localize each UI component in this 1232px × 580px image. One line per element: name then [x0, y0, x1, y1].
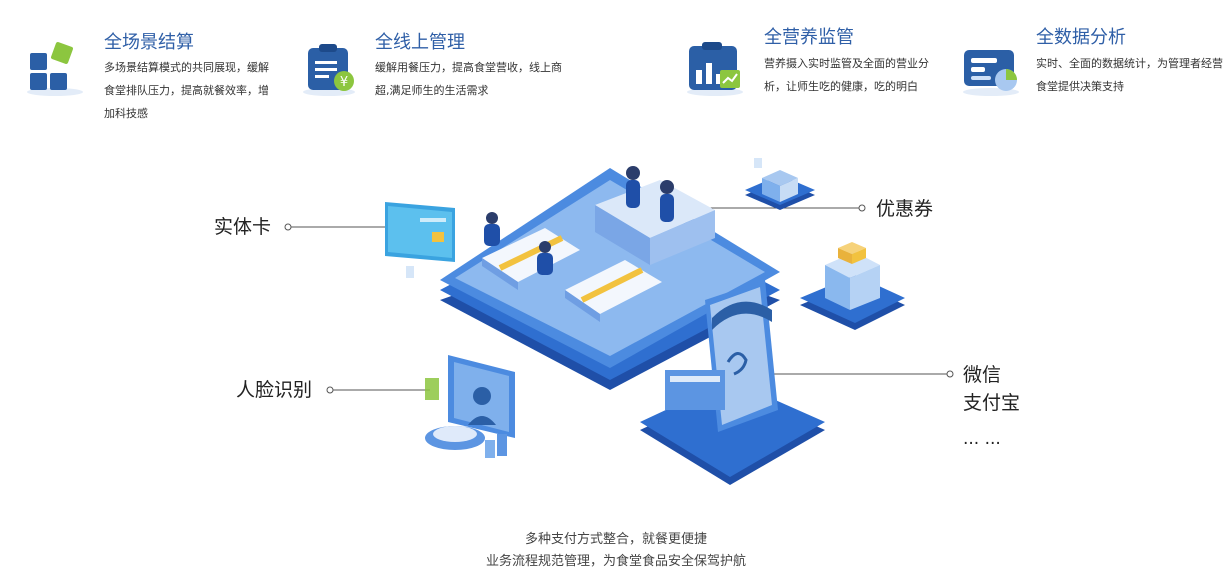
mobile-payment-phone — [640, 280, 825, 485]
label-physical-card: 实体卡 — [214, 216, 272, 238]
svg-text:¥: ¥ — [340, 75, 348, 90]
canteen-payment-illustration — [284, 158, 954, 485]
face-recognition-kiosk — [425, 355, 515, 458]
feature-title: 全场景结算 — [104, 32, 194, 53]
coupon-stack — [745, 158, 815, 210]
feature-full-data-analysis: 全数据分析 实时、全面的数据统计，为管理者经营食堂提供决策支持 — [960, 22, 1230, 122]
feature-description: 缓解用餐压力，提高食堂营收，线上商超,满足师生的生活需求 — [375, 61, 562, 97]
feature-description: 实时、全面的数据统计，为管理者经营食堂提供决策支持 — [1036, 57, 1223, 93]
caption-line-1: 多种支付方式整合，就餐更便捷 — [524, 532, 707, 547]
goods-tower — [800, 242, 905, 330]
feature-full-nutrition-supervision: 全营养监管 营养摄入实时监管及全面的营业分析，让师生吃的健康，吃的明白 — [684, 22, 954, 122]
feature-full-scene-settlement: 全场景结算 多场景结算模式的共同展现，缓解食堂排队压力，提高就餐效率，增加科技感 — [24, 22, 284, 122]
feature-description: 多场景结算模式的共同展现，缓解食堂排队压力，提高就餐效率，增加科技感 — [104, 61, 269, 120]
label-face-recognition: 人脸识别 — [236, 379, 313, 401]
label-coupon: 优惠券 — [876, 198, 934, 220]
label-wechat: 微信 — [963, 364, 1002, 386]
physical-card — [385, 202, 455, 278]
label-alipay: 支付宝 — [963, 392, 1021, 414]
feature-title: 全线上管理 — [375, 32, 465, 53]
clipboard-yen-icon: ¥ — [303, 44, 355, 96]
dining-hall-platform — [440, 166, 780, 390]
feature-description: 营养摄入实时监管及全面的营业分析，让师生吃的健康，吃的明白 — [764, 57, 929, 93]
pie-report-icon — [963, 50, 1019, 96]
feature-full-online-management: ¥ 全线上管理 缓解用餐压力，提高食堂营收，线上商超,满足师生的生活需求 — [302, 22, 572, 122]
caption-line-2: 业务流程规范管理，为食堂食品安全保驾护航 — [485, 554, 746, 569]
grid-blocks-icon — [27, 42, 83, 96]
feature-title: 全数据分析 — [1036, 27, 1126, 48]
bar-chart-icon — [687, 42, 743, 96]
label-more: ... ... — [963, 429, 1001, 449]
feature-title: 全营养监管 — [764, 27, 854, 48]
